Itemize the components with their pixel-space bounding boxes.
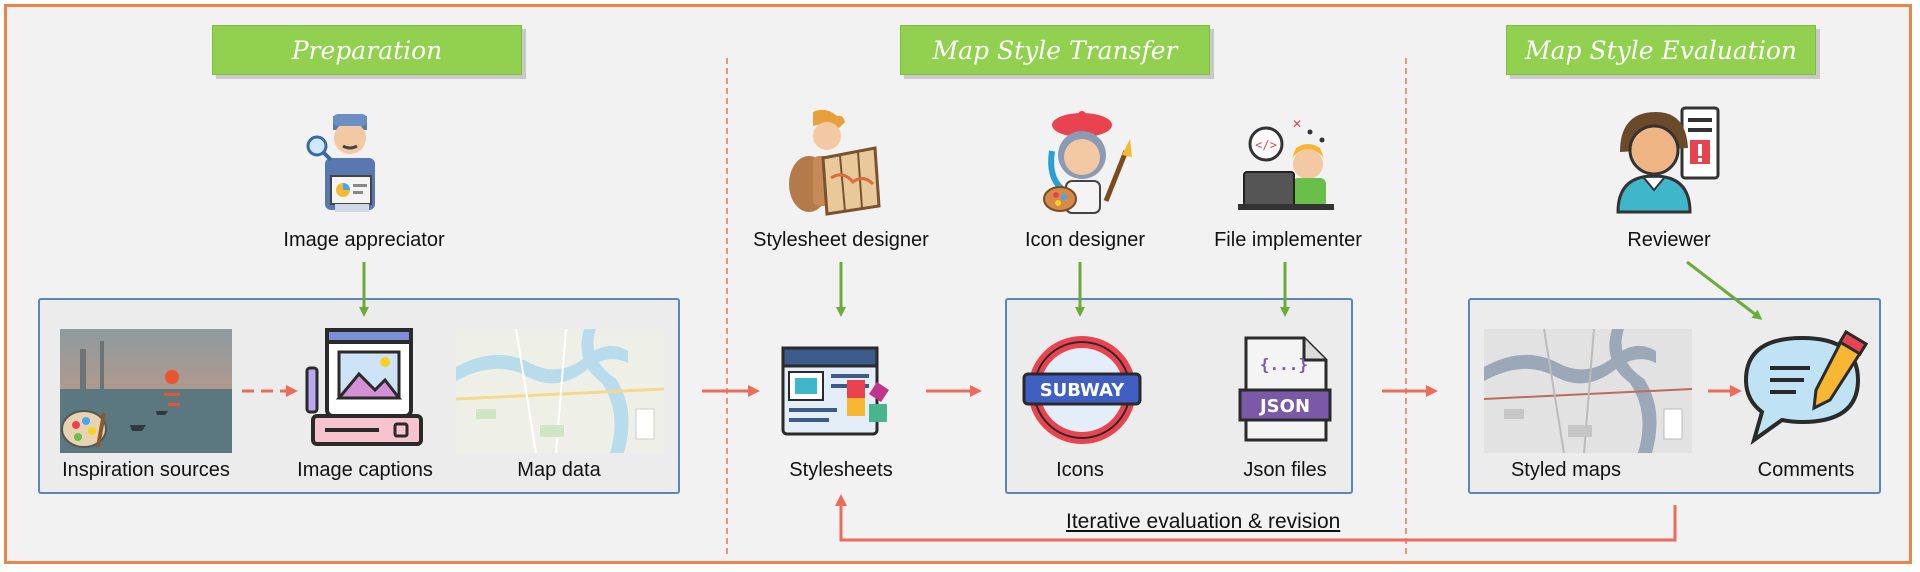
- json-file-icon: {...} JSON: [1238, 336, 1332, 442]
- stage-separator-1: [726, 58, 728, 554]
- svg-text:</>: </>: [1255, 138, 1277, 152]
- role-label-file-implementer: File implementer: [1214, 229, 1362, 251]
- json-braces-text: {...}: [1260, 355, 1308, 374]
- role-label-image-appreciator: Image appreciator: [283, 229, 445, 251]
- stylesheets-icon: [781, 346, 889, 436]
- inspiration-painting: [60, 329, 232, 453]
- iteration-label: Iterative evaluation & revision: [1066, 510, 1341, 533]
- stage-separator-2: [1405, 58, 1407, 554]
- stage-banner-transfer: Map Style Transfer: [900, 25, 1210, 75]
- file-implementer-icon: </> ✕: [1238, 117, 1334, 210]
- icon-designer-icon: [1043, 111, 1132, 214]
- item-label-icons: Icons: [1056, 459, 1104, 481]
- item-label-comments: Comments: [1757, 459, 1855, 481]
- role-label-reviewer: Reviewer: [1627, 229, 1711, 251]
- item-label-inspiration-sources: Inspiration sources: [62, 459, 230, 481]
- comments-icon: [1743, 329, 1869, 445]
- item-label-image-captions: Image captions: [297, 459, 433, 481]
- reviewer-icon: [1616, 106, 1720, 214]
- item-label-json-files: Json files: [1243, 459, 1327, 481]
- stylesheet-designer-icon: [789, 109, 881, 216]
- map-data-thumbnail: [455, 328, 665, 454]
- svg-text:✕: ✕: [1292, 117, 1302, 131]
- role-label-stylesheet-designer: Stylesheet designer: [753, 229, 929, 251]
- role-label-icon-designer: Icon designer: [1024, 229, 1146, 251]
- item-label-map-data: Map data: [517, 459, 601, 481]
- json-artwork-text: JSON: [1258, 396, 1310, 417]
- subway-artwork-text: SUBWAY: [1040, 380, 1126, 401]
- image-captions-icon: [305, 328, 423, 446]
- image-appreciator-icon: [306, 114, 375, 212]
- stage-banner-evaluation: Map Style Evaluation: [1506, 25, 1816, 75]
- subway-icon: SUBWAY: [1022, 336, 1142, 444]
- item-label-styled-maps: Styled maps: [1510, 459, 1622, 481]
- styled-map-thumbnail: [1483, 328, 1693, 454]
- item-label-stylesheets: Stylesheets: [789, 459, 893, 481]
- stage-banner-preparation: Preparation: [212, 25, 522, 75]
